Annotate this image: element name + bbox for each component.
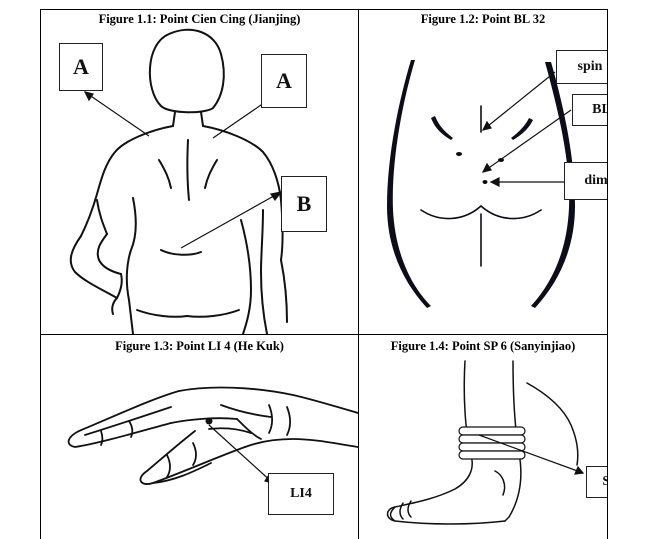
label-b: B bbox=[281, 176, 327, 232]
label-a-right: A bbox=[261, 54, 307, 108]
arrow-a-left-line bbox=[85, 92, 149, 136]
left-dimple-mark bbox=[456, 152, 462, 156]
label-dimple: dimple bbox=[564, 162, 607, 200]
figure-1-2: Figure 1.2: Point BL 32 bbox=[359, 10, 607, 334]
foot-ankle-illustration bbox=[359, 335, 607, 539]
frame-right bbox=[607, 9, 608, 539]
li4-point-mark bbox=[206, 418, 213, 425]
label-spin: spin bbox=[556, 50, 607, 84]
figure-1-3: Figure 1.3: Point LI 4 (He Kuk) bbox=[41, 335, 358, 539]
label-li4: LI4 bbox=[268, 473, 334, 515]
finger-1 bbox=[459, 427, 525, 435]
label-sp6: SP6 bbox=[586, 466, 607, 498]
arrow-a-left-head bbox=[85, 92, 93, 100]
sacral-point-mark bbox=[483, 180, 488, 184]
finger-3 bbox=[459, 443, 525, 451]
finger-4 bbox=[459, 451, 525, 459]
label-a-left: A bbox=[59, 43, 103, 91]
figure-1-1: Figure 1.1: Point Cien Cing (Jianjing) bbox=[41, 10, 358, 334]
label-bl3: BL3 bbox=[572, 94, 607, 126]
figure-1-4: Figure 1.4: Point SP 6 (Sanyinjiao) bbox=[359, 335, 607, 539]
finger-2 bbox=[459, 435, 525, 443]
